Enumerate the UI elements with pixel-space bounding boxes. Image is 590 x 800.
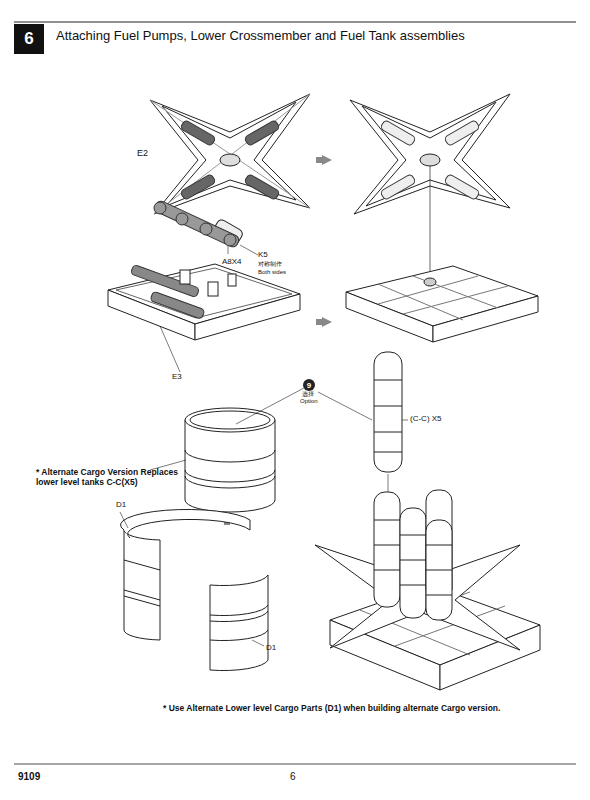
part-label: A8X4 [222, 257, 242, 266]
part-label: E2 [137, 148, 148, 158]
note-text: * Use Alternate Lower level Cargo Parts … [163, 704, 500, 714]
step-number-box: 6 [14, 24, 44, 54]
part-label: E3 [172, 372, 182, 381]
node-text: 9 [307, 381, 311, 390]
note-text: Both sides [258, 269, 286, 276]
part-label: D1 [266, 643, 276, 652]
part-label: (C-C) X5 [410, 414, 442, 423]
note-chinese: 对称制作 [258, 261, 282, 268]
page-number: 6 [290, 771, 296, 783]
note-text: * Alternate Cargo Version Replaces lower… [36, 468, 196, 488]
page-code: 9109 [18, 771, 40, 783]
note-chinese: 选择 [302, 391, 314, 398]
note-text: Option [300, 398, 318, 405]
part-label: D1 [116, 500, 126, 509]
node-text: 6 [24, 29, 33, 49]
option-callout: 9 [303, 379, 315, 391]
part-label: K5 [258, 250, 268, 259]
step-title: Attaching Fuel Pumps, Lower Crossmember … [56, 29, 465, 44]
